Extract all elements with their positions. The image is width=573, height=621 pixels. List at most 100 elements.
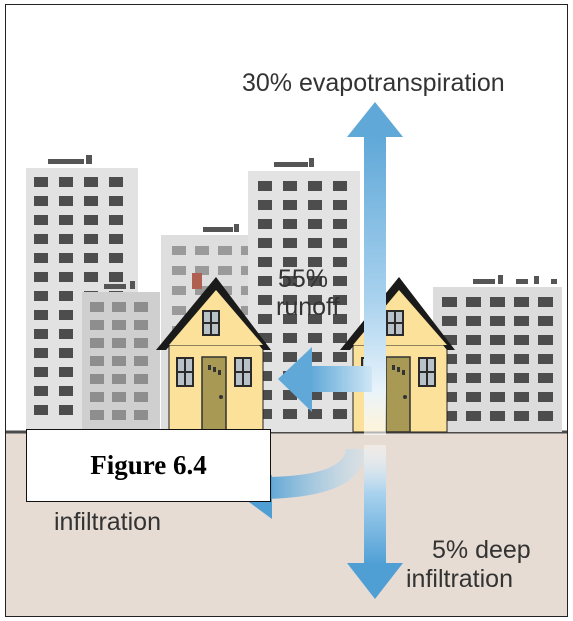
window	[195, 246, 209, 255]
window	[466, 297, 481, 307]
window	[34, 272, 48, 282]
window	[466, 411, 481, 421]
window	[90, 338, 104, 348]
window	[34, 348, 48, 358]
runoff-percent-label: 55%	[278, 265, 328, 293]
window	[283, 409, 297, 419]
window	[59, 196, 73, 206]
window	[34, 367, 48, 377]
window	[134, 302, 148, 312]
window	[59, 177, 73, 187]
window	[59, 253, 73, 263]
window	[466, 392, 481, 402]
window	[333, 333, 347, 343]
window	[134, 338, 148, 348]
window	[34, 215, 48, 225]
window	[514, 392, 529, 402]
window	[283, 257, 297, 267]
window	[34, 329, 48, 339]
window	[308, 352, 322, 362]
window	[283, 333, 297, 343]
window	[442, 392, 457, 402]
window	[333, 390, 347, 400]
window	[283, 276, 297, 286]
window	[34, 386, 48, 396]
window	[258, 295, 272, 305]
window	[84, 177, 98, 187]
evapotranspiration-arrow	[347, 102, 403, 435]
window	[308, 333, 322, 343]
window	[59, 386, 73, 396]
window	[514, 373, 529, 383]
window	[109, 177, 123, 187]
window	[538, 392, 553, 402]
window	[172, 286, 186, 295]
window	[308, 219, 322, 229]
window	[90, 374, 104, 384]
window	[195, 286, 209, 295]
window	[34, 177, 48, 187]
window	[308, 409, 322, 419]
window	[308, 276, 322, 286]
window	[308, 238, 322, 248]
window	[333, 200, 347, 210]
window	[172, 266, 186, 275]
window	[442, 316, 457, 326]
window	[84, 196, 98, 206]
window	[34, 310, 48, 320]
window	[333, 276, 347, 286]
window	[283, 238, 297, 248]
window	[134, 320, 148, 330]
window	[283, 181, 297, 191]
window	[442, 373, 457, 383]
urban-water-cycle-diagram: 30% evapotranspiration 55% runoff infilt…	[6, 69, 567, 616]
window	[490, 335, 505, 345]
window	[308, 200, 322, 210]
window	[442, 354, 457, 364]
window	[84, 272, 98, 282]
window	[34, 234, 48, 244]
window	[258, 181, 272, 191]
window	[195, 266, 209, 275]
window	[109, 196, 123, 206]
window	[514, 316, 529, 326]
window	[90, 392, 104, 402]
window	[442, 335, 457, 345]
window	[490, 411, 505, 421]
window	[258, 371, 272, 381]
window	[112, 374, 126, 384]
window	[90, 356, 104, 366]
window	[59, 234, 73, 244]
window	[134, 392, 148, 402]
window	[134, 410, 148, 420]
window	[490, 354, 505, 364]
runoff-arrow	[278, 347, 372, 412]
window	[283, 352, 297, 362]
window	[283, 314, 297, 324]
window	[283, 295, 297, 305]
evapotranspiration-label: 30% evapotranspiration	[242, 69, 505, 97]
window	[308, 390, 322, 400]
window	[59, 329, 73, 339]
window	[538, 411, 553, 421]
window	[466, 316, 481, 326]
window	[59, 367, 73, 377]
window	[490, 392, 505, 402]
deep-infiltration-label: infiltration	[406, 565, 513, 593]
window	[258, 200, 272, 210]
window	[109, 215, 123, 225]
building-short-left	[82, 281, 160, 432]
building-right	[433, 275, 562, 432]
window	[258, 390, 272, 400]
window	[442, 297, 457, 307]
window	[59, 348, 73, 358]
window	[283, 219, 297, 229]
runoff-label: runoff	[276, 293, 340, 321]
window	[258, 238, 272, 248]
window	[112, 338, 126, 348]
window	[514, 411, 529, 421]
window	[333, 314, 347, 324]
figure-frame: 30% evapotranspiration 55% runoff infilt…	[5, 4, 568, 617]
window	[134, 374, 148, 384]
